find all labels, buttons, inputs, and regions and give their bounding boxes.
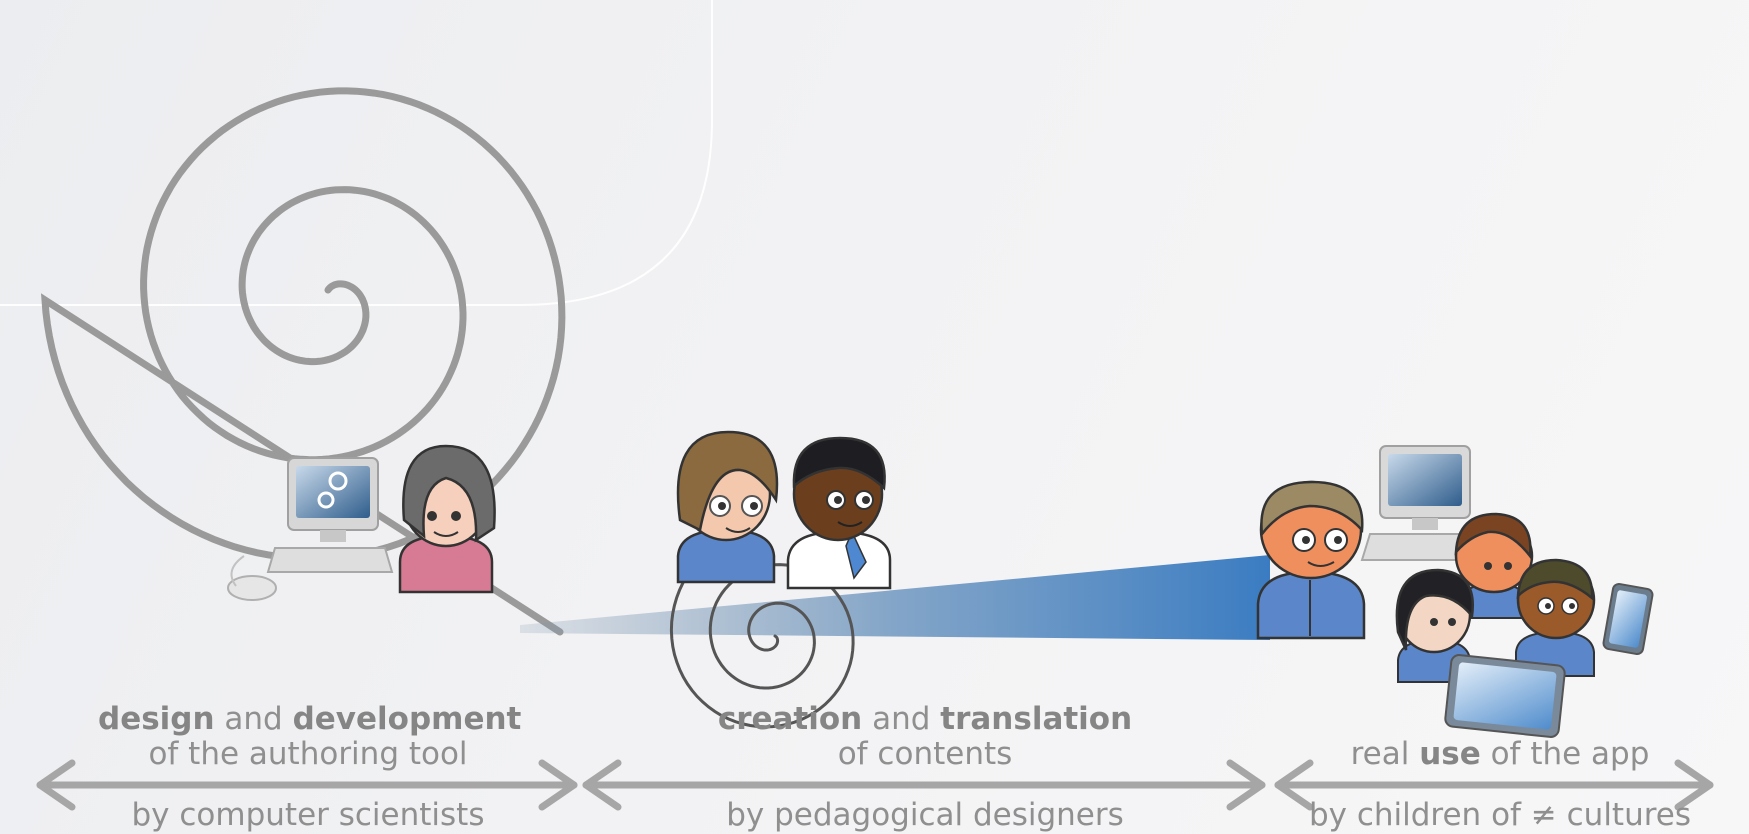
phase-2-title-part: translation	[940, 701, 1133, 737]
background-decor-line	[0, 0, 713, 306]
phase-1-label: design and development of the authoring …	[98, 701, 521, 772]
phase-arrows	[36, 759, 1714, 811]
computer-scientist-icon	[398, 444, 496, 594]
phase-1-title-part: design	[98, 701, 215, 737]
small-spiral-icon	[669, 563, 855, 729]
pedagogical-designers-group	[676, 430, 892, 590]
phase-1-title-part: development	[292, 701, 522, 737]
phase-2-label: creation and translation of contents	[700, 702, 1150, 772]
phase-1-subtitle: of the authoring tool	[148, 736, 468, 772]
phase-3-title-part: real	[1350, 736, 1420, 772]
phase-2-actor: by pedagogical designers	[726, 797, 1124, 833]
phase-2-title-part: and	[862, 701, 941, 737]
gear-computer-icon	[227, 457, 394, 601]
phase-3-title-part: of the app	[1480, 736, 1650, 772]
phase-2-title: creation and translation	[700, 702, 1150, 737]
progress-beam	[520, 555, 1270, 640]
tablet-icon	[1444, 654, 1566, 738]
phase-1-double-arrow	[36, 759, 578, 811]
phase-1-title-part: and	[214, 701, 293, 737]
phase-3-label: real use of the app	[1300, 737, 1700, 772]
teacher-children-group	[1256, 445, 1654, 738]
teacher-icon	[1256, 480, 1366, 640]
phase-1-actor: by computer scientists	[131, 797, 485, 833]
computer-scientist-group	[227, 444, 496, 601]
phase-3-double-arrow	[1274, 759, 1714, 811]
phone-icon	[1602, 582, 1654, 656]
phase-2-double-arrow	[582, 759, 1266, 811]
phase-2-subtitle: of contents	[837, 736, 1013, 772]
phase-2-title-part: creation	[717, 701, 863, 737]
phase-3-title: real use of the app	[1300, 737, 1700, 772]
phase-1-title: design and development	[98, 701, 521, 737]
phase-3-actor: by children of ≠ cultures	[1308, 797, 1692, 833]
designer-woman-icon	[676, 430, 779, 584]
phase-3-title-part: use	[1419, 736, 1481, 772]
laptop-icon	[1360, 445, 1488, 561]
designer-man-icon	[786, 436, 892, 590]
spiral-icon	[40, 87, 566, 636]
